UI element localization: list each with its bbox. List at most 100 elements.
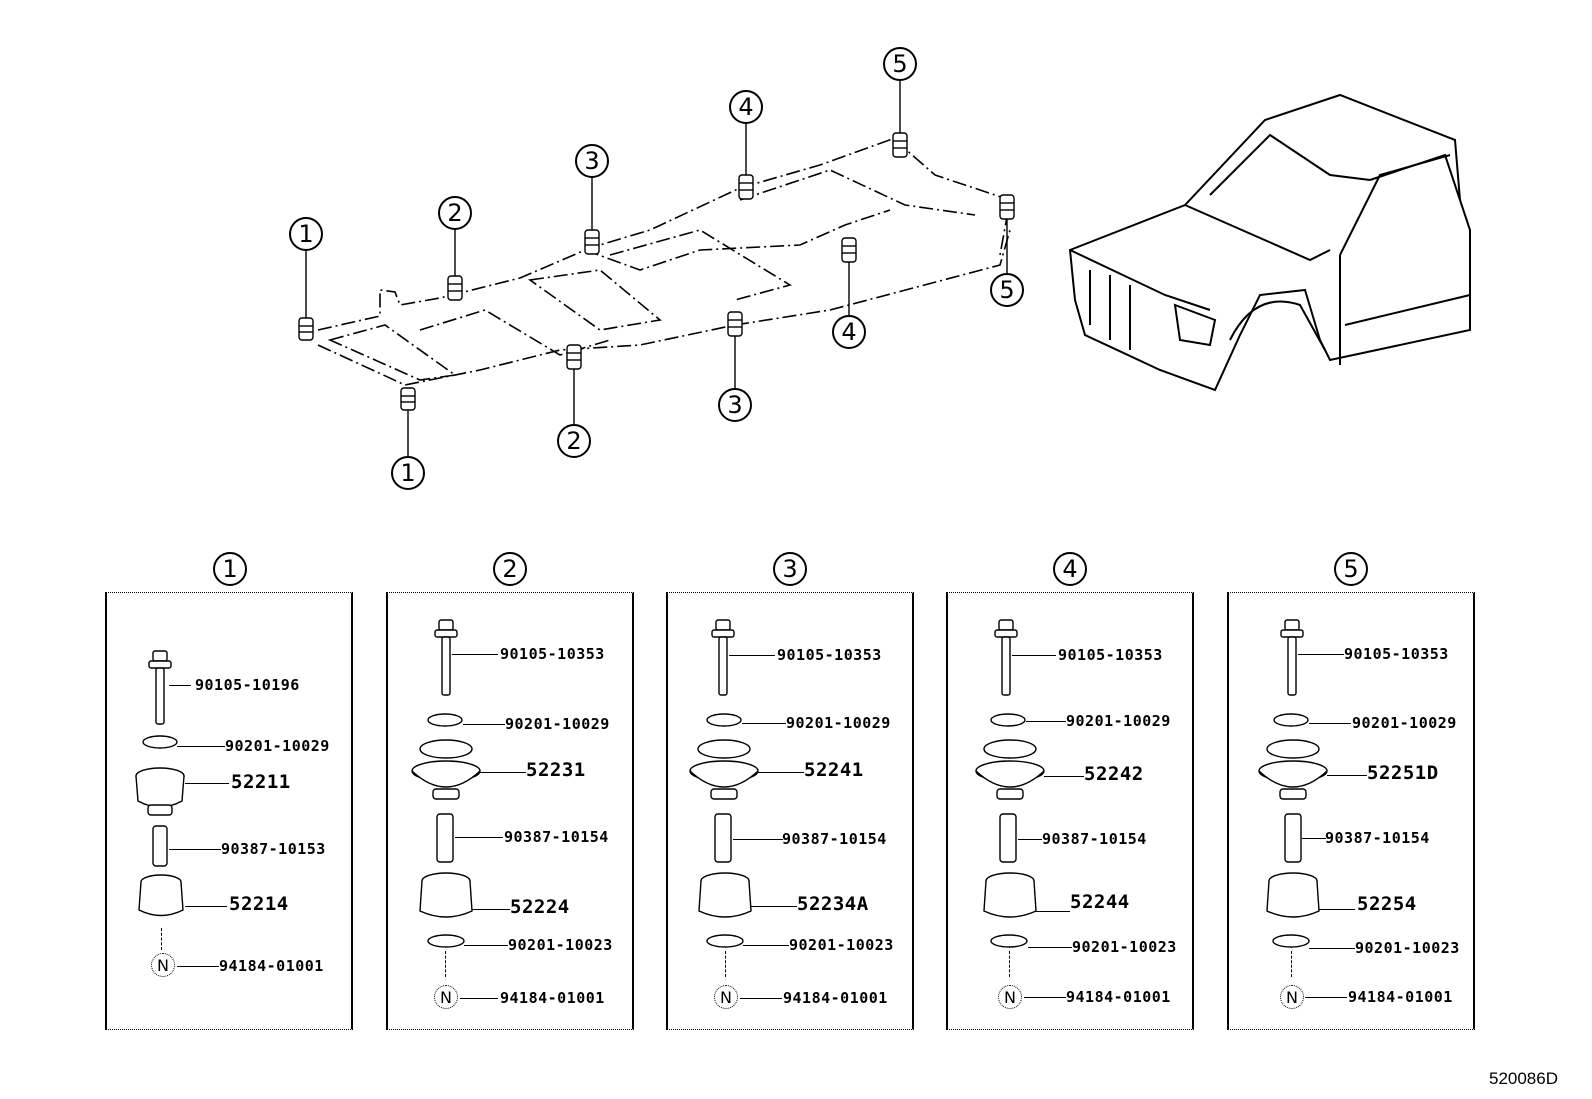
washer-top-leader — [742, 723, 786, 724]
collar-leader — [169, 849, 221, 850]
bolt-part-number: 90105-10196 — [195, 676, 300, 694]
upper-cushion-icon — [1258, 739, 1328, 800]
frame-callout-1b: 1 — [391, 456, 425, 490]
nut-leader — [1305, 997, 1347, 998]
frame-crossmember-rear — [894, 139, 1011, 256]
nut-part-number: 94184-01001 — [500, 989, 605, 1007]
panel-2-guide — [445, 951, 446, 977]
collar-icon — [999, 813, 1017, 863]
upper-cushion-icon — [689, 739, 759, 800]
bolt-leader — [452, 654, 498, 655]
mount-4a — [738, 174, 754, 200]
washer-top-part-number: 90201-10029 — [1352, 714, 1457, 732]
upper-cushion-leader — [758, 772, 804, 773]
washer-icon — [427, 934, 465, 948]
bolt-leader — [1012, 655, 1056, 656]
panel-5-guide — [1291, 951, 1292, 977]
lower-cushion-icon — [138, 874, 184, 917]
panel-1-parts-drawing — [135, 650, 185, 917]
panel-3-guide — [725, 951, 726, 977]
mount-2a — [447, 275, 463, 301]
upper-cushion-part-number: 52251D — [1367, 762, 1439, 784]
upper-cushion-leader — [1327, 775, 1367, 776]
washer-icon — [1272, 934, 1310, 948]
washer-top-part-number: 90201-10029 — [786, 714, 891, 732]
frame-callout-3b: 3 — [718, 388, 752, 422]
mount-5a — [892, 132, 908, 158]
panel-5-number: 5 — [1334, 552, 1368, 586]
upper-cushion-leader — [480, 772, 526, 773]
lower-cushion-leader — [472, 909, 510, 910]
upper-cushion-part-number: 52211 — [231, 771, 291, 793]
mount-panel-4: N 90105-10353 90201-10029 52242 90387-10… — [946, 592, 1194, 1030]
mount-1a — [298, 317, 314, 341]
upper-cushion-icon — [411, 739, 481, 800]
frame-callout-1a: 1 — [289, 217, 323, 251]
panel-3-parts-drawing — [689, 619, 759, 948]
lower-cushion-icon — [983, 872, 1037, 918]
upper-cushion-icon — [975, 739, 1045, 800]
bolt-icon — [711, 619, 735, 696]
frame-drawing — [298, 80, 1471, 457]
nut-part-number: 94184-01001 — [783, 989, 888, 1007]
frame-crossmember-3 — [527, 269, 662, 331]
frame-callout-2a: 2 — [438, 196, 472, 230]
collar-part-number: 90387-10154 — [1042, 830, 1147, 848]
washer-bottom-part-number: 90201-10023 — [508, 936, 613, 954]
bolt-icon — [434, 619, 458, 696]
nut-leader — [740, 998, 782, 999]
washer-bottom-leader — [1309, 948, 1355, 949]
frame-callout-5b: 5 — [990, 273, 1024, 307]
bolt-leader — [729, 655, 775, 656]
nut-part-number: 94184-01001 — [219, 957, 324, 975]
diagram-code: 520086D — [1488, 1069, 1558, 1088]
bolt-part-number: 90105-10353 — [1058, 646, 1163, 664]
nut-leader — [1024, 997, 1066, 998]
lower-cushion-icon — [1266, 872, 1320, 918]
bolt-leader — [1298, 654, 1344, 655]
cab-body — [1068, 93, 1471, 392]
nut-leader — [460, 998, 498, 999]
washer-bottom-leader — [743, 945, 789, 946]
lower-cushion-leader — [1319, 909, 1355, 910]
frame-inner-rail — [584, 209, 891, 271]
nut-part-number: 94184-01001 — [1348, 988, 1453, 1006]
panel-2-number: 2 — [493, 552, 527, 586]
panel-1-guide — [161, 928, 162, 950]
washer-top-leader — [177, 746, 225, 747]
collar-leader — [733, 839, 783, 840]
frame-callout-2b: 2 — [557, 424, 591, 458]
frame-right-rail — [317, 229, 1011, 386]
lower-cushion-part-number: 52254 — [1357, 893, 1417, 915]
washer-icon — [706, 713, 742, 727]
lower-cushion-icon — [419, 872, 473, 918]
lower-cushion-part-number: 52234A — [797, 893, 869, 915]
collar-icon — [1284, 813, 1302, 863]
washer-icon — [706, 934, 744, 948]
bolt-icon — [148, 650, 172, 725]
upper-cushion-icon — [135, 767, 185, 816]
upper-cushion-part-number: 52241 — [804, 759, 864, 781]
panel-1-number: 1 — [213, 552, 247, 586]
frame-callout-4b: 4 — [832, 315, 866, 349]
mount-5b — [999, 194, 1015, 220]
lower-cushion-icon — [698, 872, 752, 918]
mount-4b — [841, 237, 857, 263]
washer-bottom-part-number: 90201-10023 — [1355, 939, 1460, 957]
washer-top-leader — [463, 724, 505, 725]
nut-icon: N — [998, 985, 1022, 1009]
mount-1b — [400, 387, 416, 411]
washer-top-part-number: 90201-10029 — [1066, 712, 1171, 730]
panel-3-number: 3 — [773, 552, 807, 586]
washer-bottom-part-number: 90201-10023 — [789, 936, 894, 954]
bolt-part-number: 90105-10353 — [777, 646, 882, 664]
collar-icon — [714, 813, 732, 863]
washer-top-part-number: 90201-10029 — [505, 715, 610, 733]
bolt-icon — [994, 619, 1018, 696]
mount-3b — [727, 311, 743, 337]
washer-top-part-number: 90201-10029 — [225, 737, 330, 755]
panel-4-parts-drawing — [975, 619, 1045, 948]
nut-part-number: 94184-01001 — [1066, 988, 1171, 1006]
collar-leader — [455, 837, 503, 838]
panel-4-guide — [1009, 951, 1010, 977]
